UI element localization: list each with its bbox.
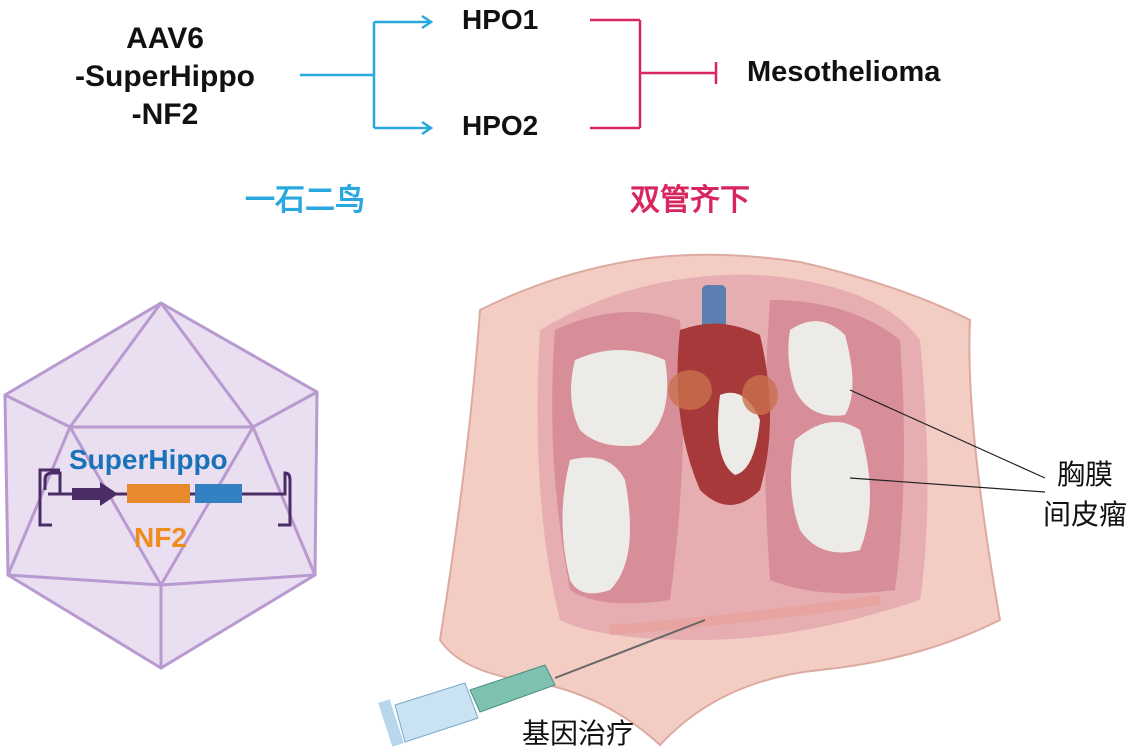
activation-arrows [300,14,434,136]
slogan-right: 双管齐下 [630,184,750,217]
mesothelioma-label: Mesothelioma [747,56,941,88]
hpo1-label: HPO1 [462,4,539,35]
vector-label: AAV6 -SuperHippo -NF2 [60,20,270,134]
tumor-label-line2: 间皮瘤 [1042,499,1127,530]
vector-line-aav6: AAV6 [126,22,204,55]
thorax-illustration [438,253,1002,747]
inhibition-arrow [590,18,718,130]
nf2-label: NF2 [134,522,187,553]
transgene-cassette [38,468,292,527]
superhippo-label: SuperHippo [69,444,228,475]
vector-line-superhippo: -SuperHippo [75,60,255,93]
tumor-label: 胸膜 间皮瘤 [1030,455,1136,535]
gene-therapy-label: 基因治疗 [522,718,635,749]
tumor-label-line1: 胸膜 [1056,459,1113,490]
hpo2-label: HPO2 [462,110,539,141]
slogan-left: 一石二鸟 [245,184,365,217]
vector-line-nf2: -NF2 [131,98,199,131]
syringe-icon [378,619,706,747]
callout-lines [849,389,1046,493]
